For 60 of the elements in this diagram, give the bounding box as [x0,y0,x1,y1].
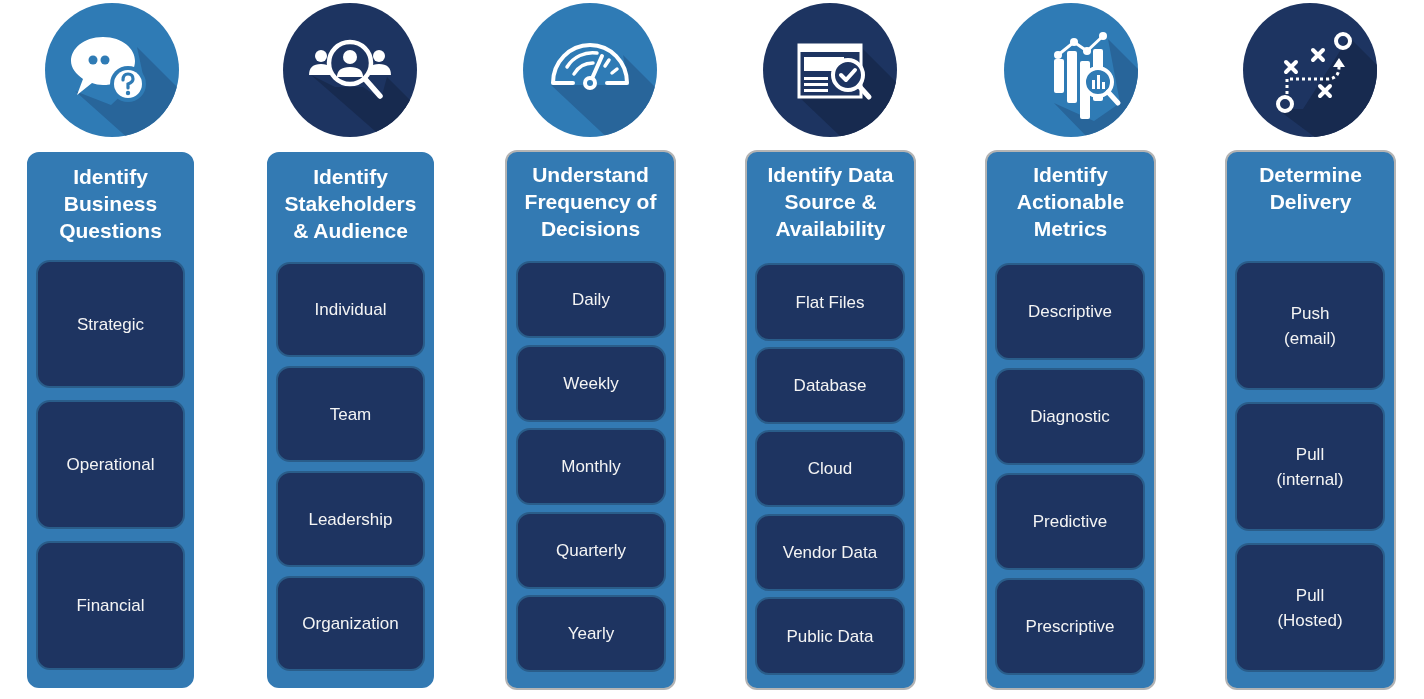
category-label: Quarterly [556,540,626,562]
category-label: Weekly [563,373,619,395]
category-box [1235,402,1385,531]
category-label: Descriptive [1027,301,1113,323]
category-box [36,541,185,670]
category-label: Pull (Hosted) [1276,584,1344,632]
category-label: Monthly [561,456,621,478]
category-label: Predictive [1032,511,1108,533]
column-panel [1225,150,1396,690]
category-label: Prescriptive [1025,616,1115,638]
column-heading: Understand Frequency of Decisions [523,162,658,242]
category-box [516,345,666,422]
category-label: Database [793,375,867,397]
category-label: Vendor Data [782,542,878,564]
category-box [755,514,905,591]
category-box [36,400,185,529]
column-panel [267,152,434,688]
category-box [995,263,1145,360]
category-label: Diagnostic [1030,406,1110,428]
column-heading: Identify Stakeholders & Audience [283,164,418,244]
category-box [516,512,666,589]
category-box [755,263,905,341]
column-panel [745,150,916,690]
category-box [995,368,1145,465]
category-box [516,428,666,505]
category-label: Pull (internal) [1275,443,1345,491]
category-label: Yearly [567,623,615,645]
category-box [755,347,905,424]
category-label: Daily [572,289,610,311]
category-label: Cloud [807,458,853,480]
column-panel [27,152,194,688]
category-box [276,471,425,567]
column-panel [985,150,1156,690]
column-panel [505,150,676,690]
category-box [995,578,1145,675]
category-box [1235,261,1385,390]
category-label: Financial [76,595,145,617]
category-label: Individual [314,299,387,321]
category-box [755,597,905,675]
category-label: Operational [66,454,155,476]
category-box [995,473,1145,570]
column-heading: Identify Business Questions [58,164,163,244]
category-label: Push (email) [1283,302,1337,350]
category-box [276,366,425,462]
category-box [516,595,666,672]
category-box [276,262,425,357]
category-box [1235,543,1385,672]
category-box [755,430,905,507]
column-heading: Determine Delivery [1258,162,1363,215]
category-label: Flat Files [795,291,865,314]
category-box [516,261,666,338]
category-box [276,576,425,671]
category-label: Team [329,403,372,426]
category-label: Organization [302,613,399,635]
category-label: Strategic [76,313,145,336]
category-label: Public Data [786,625,874,648]
column-heading: Identify Data Source & Availability [766,162,895,242]
category-label: Leadership [308,508,393,531]
column-heading: Identify Actionable Metrics [1015,162,1126,242]
category-box [36,260,185,388]
